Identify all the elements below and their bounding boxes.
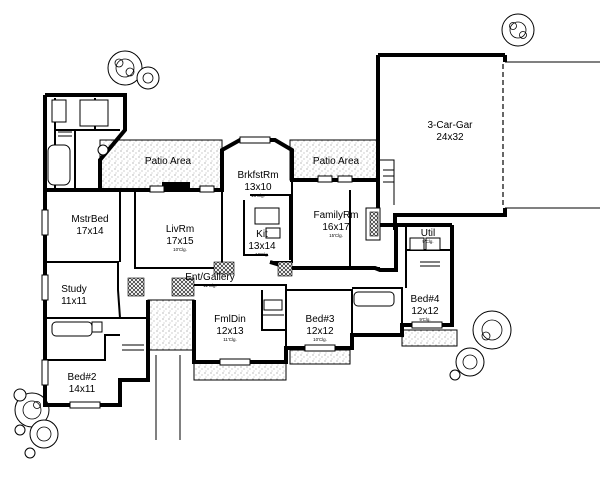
shrub-icon bbox=[13, 333, 461, 459]
living-size: 17x15 bbox=[166, 236, 194, 247]
family-ceiling: 15'Clg. bbox=[329, 233, 343, 238]
tree-icon bbox=[29, 419, 59, 449]
kitchen-island bbox=[254, 207, 280, 225]
master-size: 17x14 bbox=[76, 226, 104, 237]
tree-icon bbox=[136, 66, 160, 90]
brkfst-size: 13x10 bbox=[244, 182, 272, 193]
study-name: Study bbox=[61, 284, 87, 295]
closet-shelf bbox=[58, 131, 72, 137]
tree-icon bbox=[472, 310, 512, 350]
bed2-name: Bed#2 bbox=[68, 372, 97, 383]
tree-icon bbox=[14, 392, 50, 428]
patio-left-name: Patio Area bbox=[145, 156, 192, 167]
bed2-size: 14x11 bbox=[69, 384, 96, 395]
bed4-size: 12x12 bbox=[411, 306, 439, 317]
kitchen-ceiling: 10'Clg. bbox=[255, 252, 269, 257]
interior-walls bbox=[44, 98, 452, 361]
sink-icon bbox=[91, 321, 103, 333]
shower-icon bbox=[79, 99, 109, 127]
front-stoop bbox=[401, 329, 458, 347]
washer-icon bbox=[409, 237, 425, 251]
front-walk bbox=[155, 355, 181, 440]
dining-name: FmlDin bbox=[214, 314, 246, 325]
kitchen-name: Kit bbox=[256, 229, 268, 240]
garage-wall bbox=[376, 53, 507, 230]
kitchen-counter bbox=[243, 194, 291, 260]
sink-icon bbox=[263, 299, 283, 311]
exterior-wall bbox=[43, 93, 454, 407]
family-name: FamilyRm bbox=[314, 210, 359, 221]
sink-icon bbox=[265, 227, 281, 239]
stairs bbox=[383, 169, 394, 183]
family-size: 16x17 bbox=[322, 222, 350, 233]
living-name: LivRm bbox=[166, 224, 194, 235]
bed4-name: Bed#4 bbox=[411, 294, 440, 305]
garage-name: 3-Car-Gar bbox=[427, 120, 473, 131]
brkfst-name: BrkfstRm bbox=[237, 170, 278, 181]
tree-icon bbox=[501, 13, 535, 47]
entry-name: Ent/Gallery bbox=[185, 272, 234, 283]
bed3-ceiling: 10'Clg. bbox=[313, 337, 327, 342]
util-ceiling: 9'Clg. bbox=[422, 239, 433, 244]
garage-size: 24x32 bbox=[436, 132, 464, 143]
entry-ceiling: 11'Clg. bbox=[203, 283, 217, 288]
planter bbox=[289, 349, 351, 365]
kitchen-size: 13x14 bbox=[248, 241, 276, 252]
patio-right-name: Patio Area bbox=[313, 156, 360, 167]
tile-floor bbox=[213, 261, 235, 275]
tile-floor bbox=[171, 277, 195, 297]
bathtub-icon bbox=[353, 291, 395, 307]
windows bbox=[41, 136, 443, 409]
bed3-size: 12x12 bbox=[306, 326, 334, 337]
tile-floor bbox=[277, 261, 293, 277]
living-ceiling: 10'Clg. bbox=[173, 247, 187, 252]
tile-floor bbox=[127, 277, 145, 297]
bed3-name: Bed#3 bbox=[306, 314, 335, 325]
planter bbox=[147, 299, 195, 351]
util-name: Util bbox=[421, 228, 435, 239]
dining-size: 12x13 bbox=[216, 326, 244, 337]
closet-shelf bbox=[122, 261, 440, 351]
bed4-ceiling: 9'Clg. bbox=[419, 317, 430, 322]
study-size: 11x11 bbox=[61, 296, 87, 307]
dryer-icon bbox=[425, 237, 441, 251]
hearth bbox=[369, 211, 379, 237]
tree-icon bbox=[455, 347, 485, 377]
bathtub-icon bbox=[51, 321, 93, 337]
fireplace-icon bbox=[162, 182, 190, 192]
toilet-icon bbox=[97, 144, 109, 156]
bathtub-icon bbox=[47, 144, 71, 186]
tree-icon bbox=[107, 50, 143, 86]
sink-icon bbox=[51, 99, 67, 123]
garage-step bbox=[380, 159, 395, 205]
driveway bbox=[505, 61, 600, 209]
dining-ceiling: 11'Clg. bbox=[223, 337, 237, 342]
master-name: MstrBed bbox=[71, 214, 108, 225]
brkfst-ceiling: 15'Clg. bbox=[251, 193, 265, 198]
